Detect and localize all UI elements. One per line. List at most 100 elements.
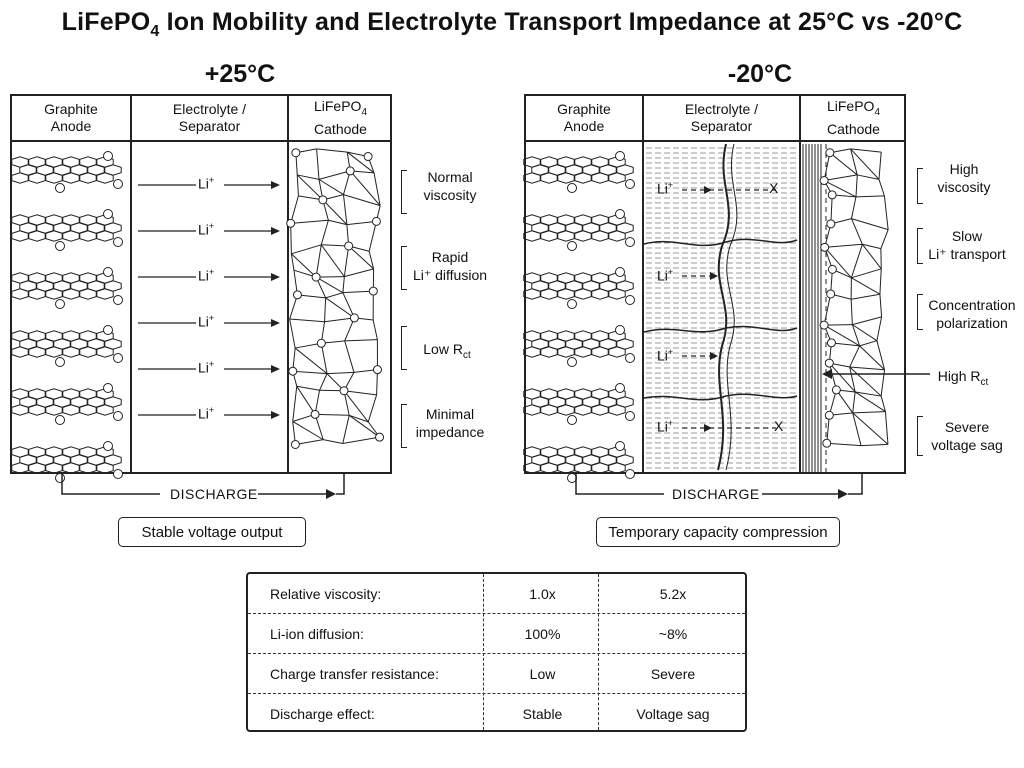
li-ion-label: Li+ (657, 347, 674, 364)
graphite-layer (523, 272, 634, 300)
column-divider (598, 574, 599, 730)
warm-cell-illustration (11, 148, 385, 483)
cold-discharge-label: DISCHARGE (672, 486, 760, 502)
electrolyte-crack (643, 238, 798, 247)
row-divider (248, 613, 745, 614)
li-atom (55, 299, 65, 309)
li-atom (103, 267, 113, 277)
li-atom (826, 338, 836, 348)
li-atom (826, 219, 836, 229)
li-atom (820, 242, 830, 252)
li-atom (103, 209, 113, 219)
graphite-layer (523, 330, 634, 358)
annotation-bracket (917, 228, 923, 264)
li-atom (625, 411, 635, 421)
annotation-viscosity: High viscosity (937, 161, 991, 195)
comparison-table: Relative viscosity: 1.0x 5.2x Li-ion dif… (246, 572, 747, 732)
annotation-bracket (401, 404, 407, 448)
table-row: Discharge effect: Stable Voltage sag (248, 694, 745, 734)
li-atom (318, 195, 328, 205)
warm-summary-box: Stable voltage output (118, 517, 306, 547)
annotation-diffusion: Rapid Li⁺ diffusion (412, 249, 488, 283)
li-atom (55, 415, 65, 425)
li-atom (55, 241, 65, 251)
annotation-rct: Low Rct (423, 341, 471, 361)
li-atom (55, 357, 65, 367)
annotation-bracket (401, 170, 407, 214)
row-label: Relative viscosity: (270, 586, 382, 602)
li-atom (113, 411, 123, 421)
li-atom (567, 357, 577, 367)
ion-arrowhead (271, 227, 280, 235)
cold-summary-box: Temporary capacity compression (596, 517, 840, 547)
ion-arrowhead (704, 186, 712, 194)
blocked-mark: X (769, 180, 779, 196)
row-divider (248, 693, 745, 694)
li-ion-label: Li+ (198, 405, 215, 422)
cold-value: Voltage sag (636, 706, 710, 722)
graphite-layer (11, 330, 122, 358)
li-atom (567, 241, 577, 251)
graphite-layer (11, 272, 122, 300)
warm-value: 100% (524, 626, 561, 642)
graphite-layer (11, 388, 122, 416)
li-atom (286, 218, 296, 228)
annotation-bracket (917, 416, 923, 456)
cathode-header: LiFePO4 Cathode (289, 96, 392, 142)
annotation-bracket (401, 326, 407, 370)
li-atom (339, 386, 349, 396)
li-atom (625, 353, 635, 363)
table-row: Charge transfer resistance: Low Severe (248, 654, 745, 694)
cold-cell-illustration (523, 143, 889, 483)
li-atom (363, 152, 373, 162)
row-label: Li-ion diffusion: (270, 626, 364, 642)
li-ion-label: Li+ (657, 267, 674, 284)
graphite-layer (11, 446, 122, 474)
li-atom (372, 365, 382, 375)
warm-value: 1.0x (529, 586, 556, 602)
li-atom (55, 183, 65, 193)
li-atom (103, 441, 113, 451)
temp-label-cold: -20°C (727, 60, 793, 88)
graphite-layer (523, 214, 634, 242)
li-atom (625, 295, 635, 305)
li-atom (292, 290, 302, 300)
li-atom (615, 325, 625, 335)
li-atom (290, 439, 300, 449)
annotation-bracket (917, 294, 923, 330)
li-atom (819, 320, 829, 330)
temp-label-warm: +25°C (204, 60, 276, 88)
li-atom (625, 469, 635, 479)
li-atom (113, 237, 123, 247)
electrolyte-crack (643, 325, 798, 333)
li-atom (827, 190, 837, 200)
li-atom (113, 295, 123, 305)
ion-arrowhead (710, 352, 718, 360)
li-atom (625, 179, 635, 189)
blocked-mark: X (774, 418, 784, 434)
ion-arrowhead (710, 272, 718, 280)
ion-arrowhead (271, 319, 280, 327)
li-atom (567, 299, 577, 309)
warm-discharge-label: DISCHARGE (170, 486, 258, 502)
li-atom (316, 338, 326, 348)
li-atom (371, 216, 381, 226)
electrolyte-header: Electrolyte / Separator (132, 96, 287, 142)
li-ion-label: Li+ (198, 221, 215, 238)
ion-arrowhead (271, 273, 280, 281)
li-ion-label: Li+ (198, 267, 215, 284)
li-atom (615, 383, 625, 393)
li-atom (567, 415, 577, 425)
annotation-rct: High Rct (937, 368, 989, 388)
li-atom (824, 358, 834, 368)
li-atom (615, 209, 625, 219)
li-atom (368, 286, 378, 296)
table-row: Li-ion diffusion: 100% ~8% (248, 614, 745, 654)
li-atom (288, 366, 298, 376)
warm-cell-panel: Graphite Anode Electrolyte / Separator L… (10, 94, 392, 483)
li-atom (310, 409, 320, 419)
electrolyte-crack (643, 393, 798, 401)
li-atom (831, 385, 841, 395)
